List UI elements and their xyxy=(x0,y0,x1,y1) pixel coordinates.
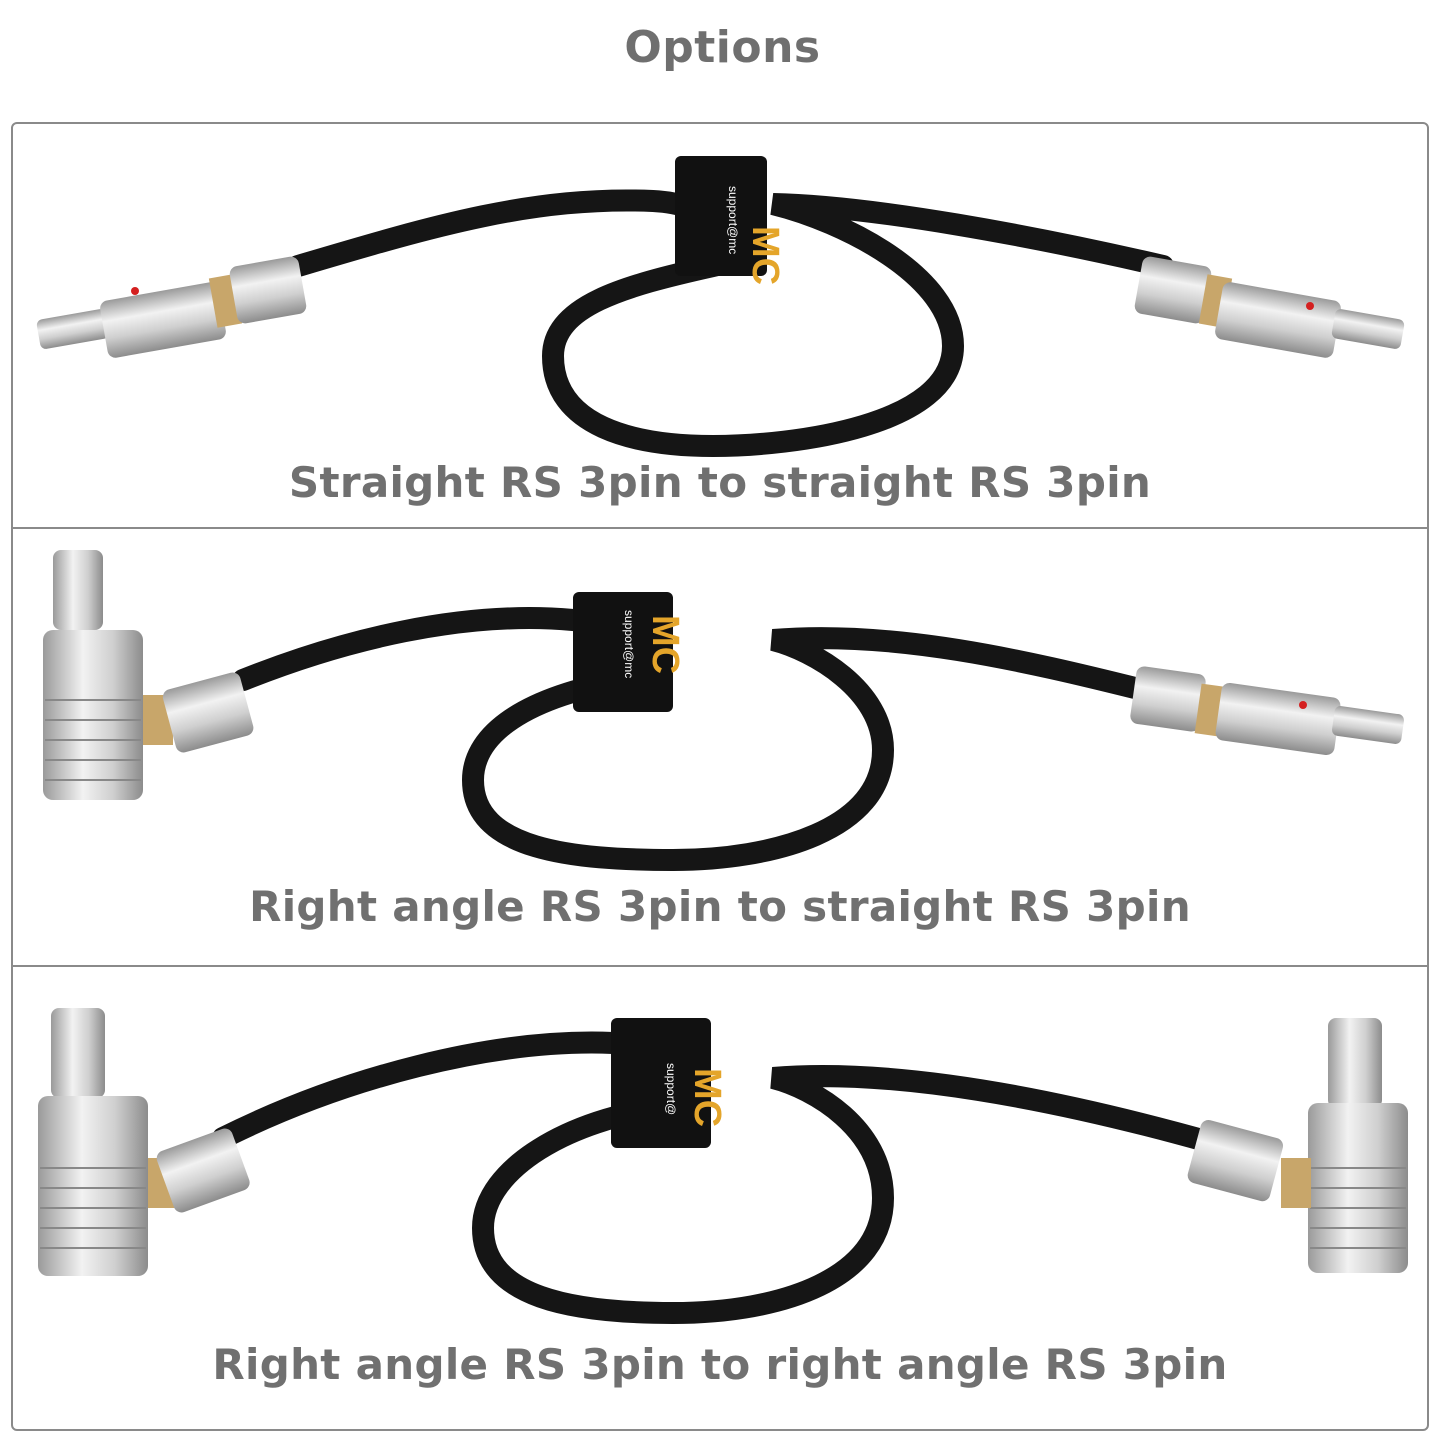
page-title: Options xyxy=(624,22,821,73)
straight-connector-right xyxy=(1134,256,1405,358)
strap-logo: MC xyxy=(744,226,786,285)
svg-text:support@: support@ xyxy=(664,1063,678,1115)
right-angle-connector-left xyxy=(38,1008,250,1276)
option-caption-3: Right angle RS 3pin to right angle RS 3p… xyxy=(212,1340,1228,1389)
option-caption-1: Straight RS 3pin to straight RS 3pin xyxy=(288,458,1152,507)
straight-connector-left xyxy=(36,256,307,358)
strap-logo: MC xyxy=(686,1068,728,1127)
divider-2 xyxy=(11,965,1429,967)
velcro-strap: MC support@mc xyxy=(573,592,686,712)
right-angle-connector-left xyxy=(43,550,254,800)
option-straight-to-straight: MC support@mc Straight RS 3pin to straig… xyxy=(13,126,1427,526)
option-right-angle-to-straight: MC support@mc Right angle RS 3pin to str… xyxy=(13,530,1427,963)
strap-logo: MC xyxy=(644,615,686,674)
velcro-strap: MC support@ xyxy=(611,1018,728,1148)
svg-text:support@mc: support@mc xyxy=(622,610,636,678)
straight-connector-right xyxy=(1130,666,1404,756)
option-right-angle-to-right-angle: MC support@ Right angle RS 3pin to right… xyxy=(13,968,1427,1428)
cable-illustration-3: MC support@ xyxy=(38,1008,1408,1325)
right-angle-connector-right xyxy=(1187,1018,1408,1273)
options-frame xyxy=(11,122,1429,1431)
cable xyxy=(287,189,1174,458)
svg-text:support@mc: support@mc xyxy=(726,186,740,254)
cable-illustration-2: MC support@mc xyxy=(43,550,1404,872)
velcro-strap: MC support@mc xyxy=(675,156,786,285)
cable-illustration-1: MC support@mc xyxy=(36,156,1405,458)
cable xyxy=(232,607,1154,872)
option-caption-2: Right angle RS 3pin to straight RS 3pin xyxy=(249,882,1191,931)
divider-1 xyxy=(11,527,1429,529)
